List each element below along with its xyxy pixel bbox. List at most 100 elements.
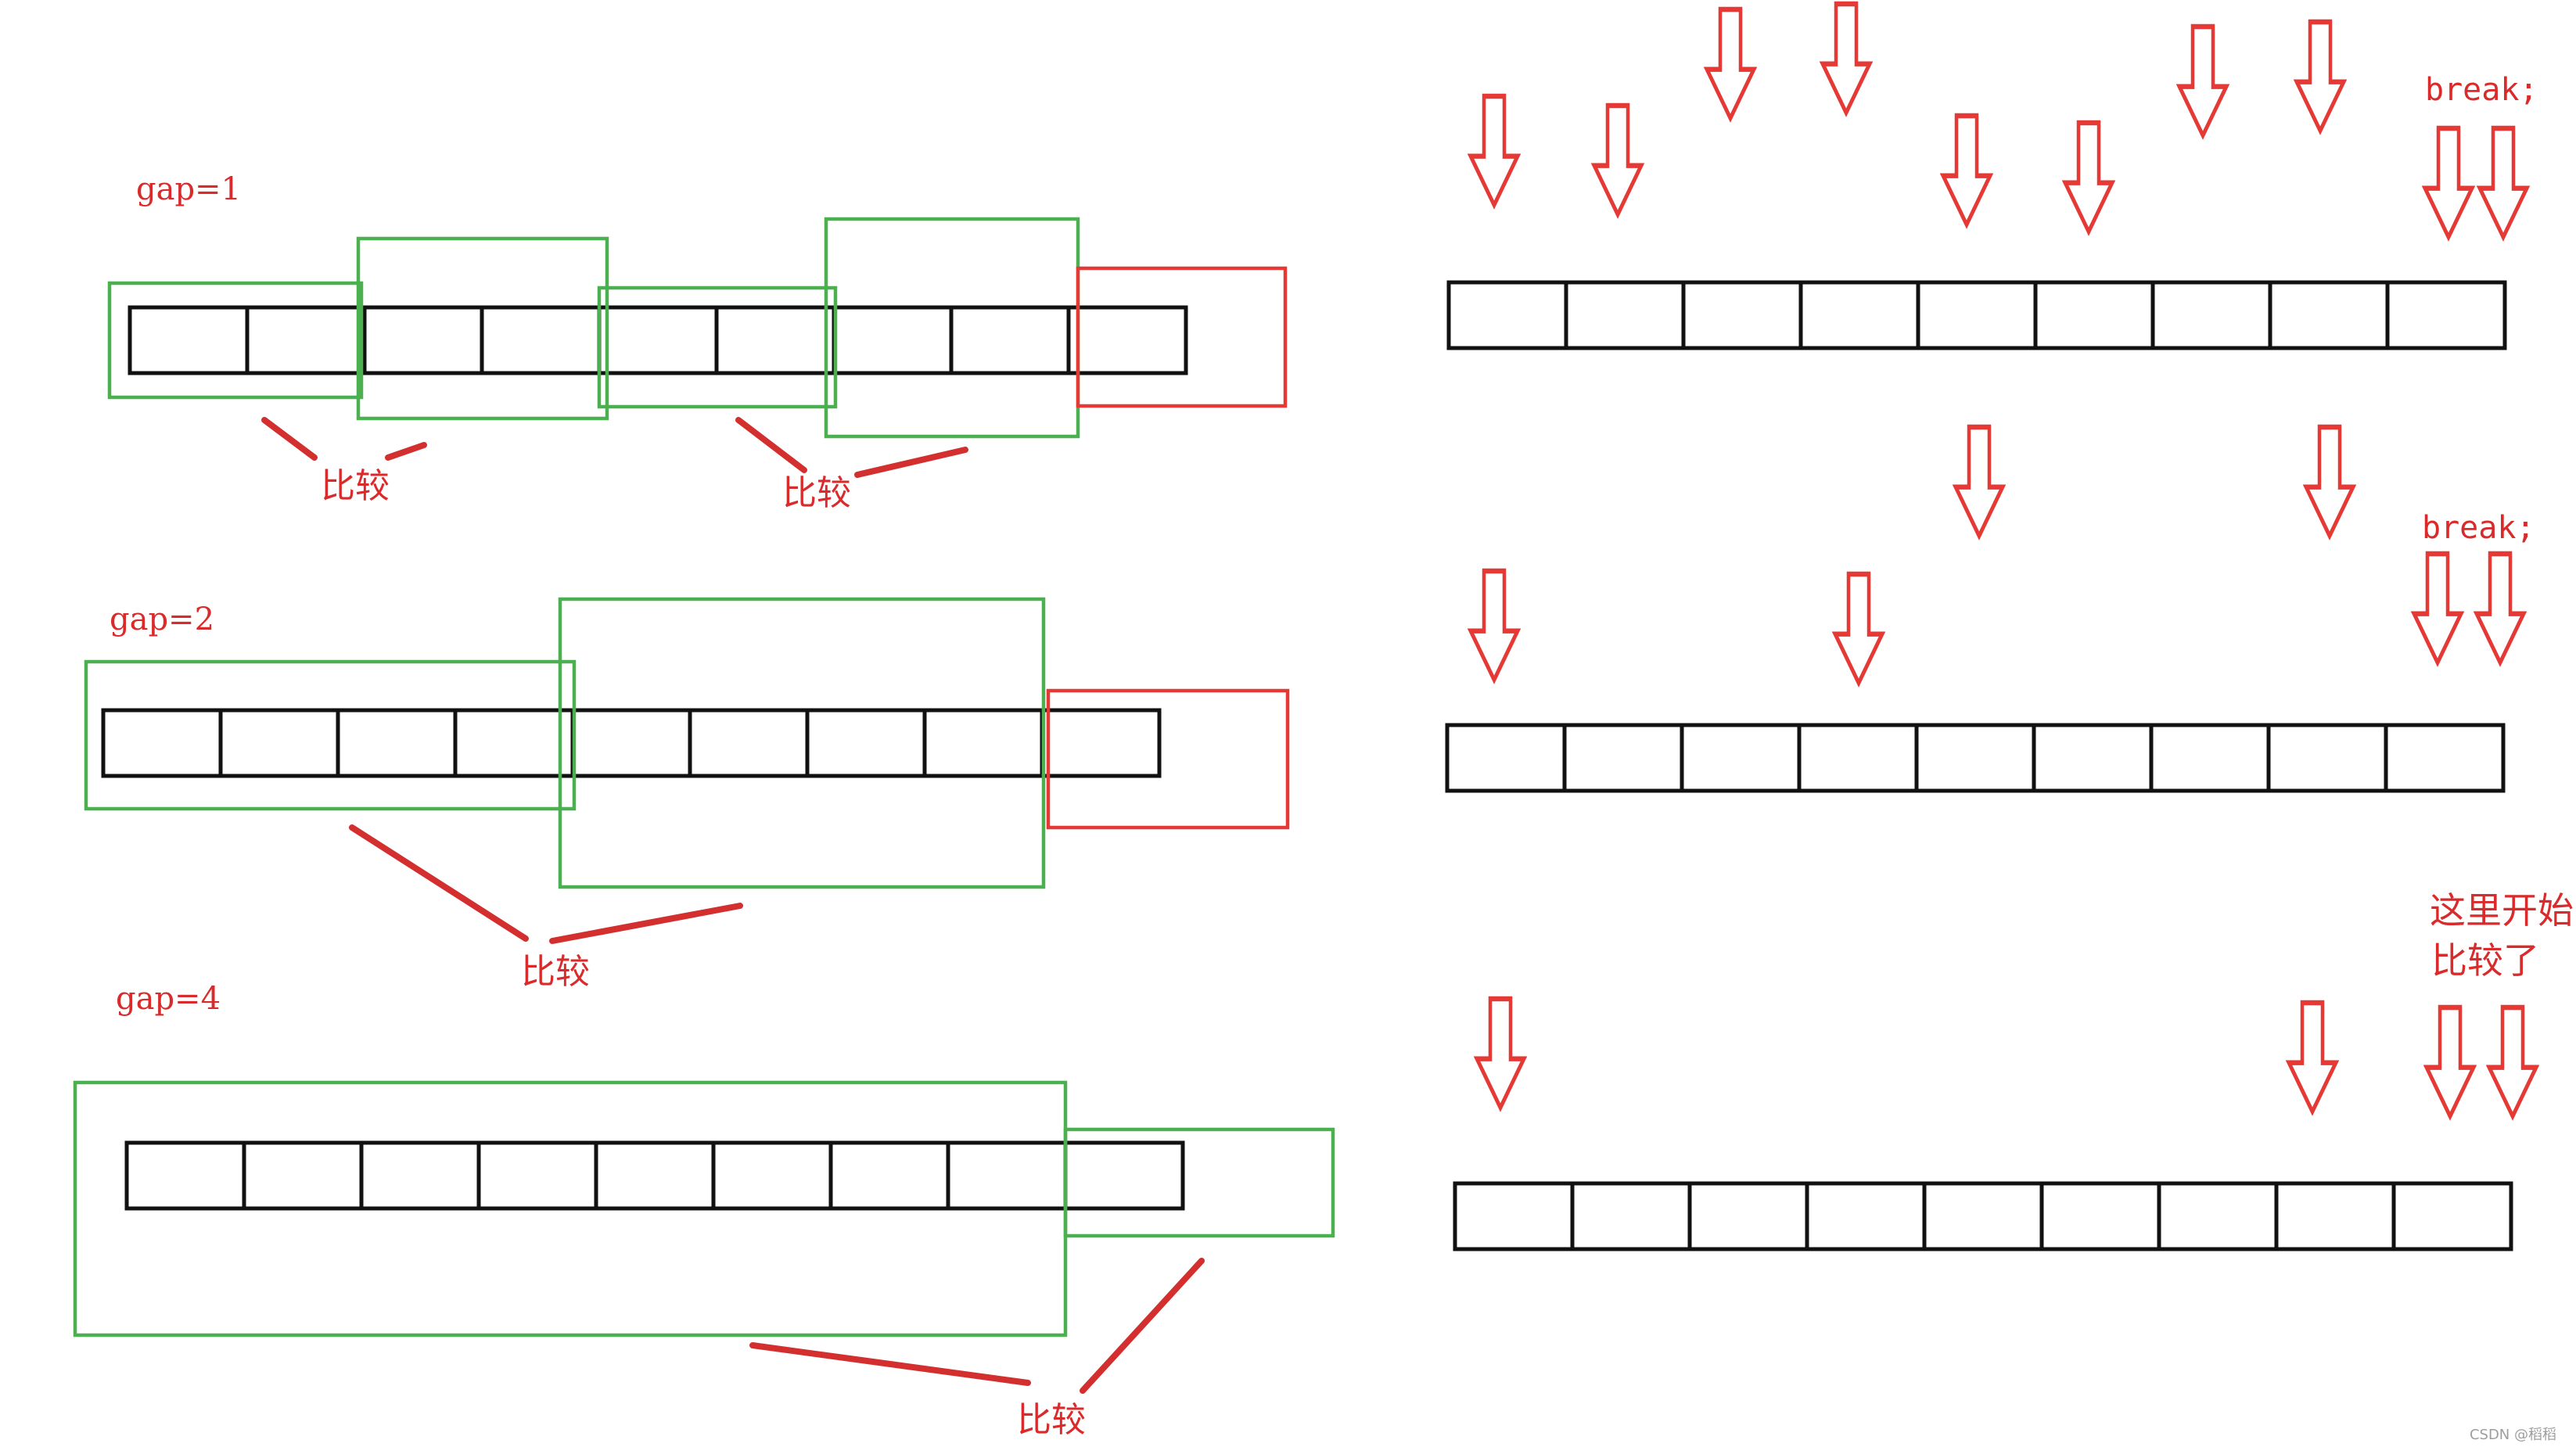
array-cell [1687,1181,1809,1251]
array-cell [362,305,484,375]
down-arrow-icon [1471,571,1518,680]
array-cell [949,305,1071,375]
down-arrow-icon [2414,554,2461,662]
gap-label-2: gap=2 [110,601,214,637]
down-arrow-icon [1943,116,1990,224]
down-arrow-icon [2306,427,2353,536]
compare-pointer-line [349,824,529,942]
array-cells-left-2 [101,708,1162,778]
right-row-3: 这里开始 比较了 [1453,889,2574,1251]
array-cells-right-2 [1445,723,2506,793]
array-cell [805,708,927,778]
array-cell [2157,1181,2279,1251]
array-cell [1446,280,1568,350]
left-row-gap-2: gap=2 比较 [84,597,1290,992]
down-arrow-icon [1823,4,1870,113]
compare-label: 比较 [782,473,851,513]
down-arrow-icon [1835,574,1882,683]
array-cell [1040,708,1162,778]
array-cell [1564,280,1686,350]
array-cell [336,708,458,778]
left-row-gap-4: gap=4 比较 [73,981,1335,1440]
gap-label-1: gap=1 [136,171,241,207]
array-cell [1570,1181,1692,1251]
array-cell [2266,723,2388,793]
array-cell [2033,280,2155,350]
array-cell [688,708,810,778]
array-cell [2039,1181,2161,1251]
down-arrow-icon [2480,128,2527,237]
down-arrow-icon [1594,106,1641,214]
left-row-gap-1: gap=1 比较 比较 [107,171,1288,513]
down-arrow-icon [2065,123,2112,232]
break-note: break; [2425,72,2538,108]
array-cell [1066,305,1188,375]
down-arrow-icon [1707,9,1754,118]
compare-pointer-line [854,447,968,478]
right-row-2: break; [1445,427,2535,793]
compare-group-box [356,236,609,421]
watermark-text: CSDN @稻稻 [2470,1427,2556,1443]
compare-group-box [558,597,1046,889]
array-cell [124,1140,246,1211]
array-cell [597,305,719,375]
array-cell [2150,280,2272,350]
right-row-1: break; [1446,4,2538,350]
array-cell [2032,723,2154,793]
array-cell [245,305,367,375]
array-cell [2385,280,2507,350]
array-cell [2149,723,2271,793]
array-cell [570,708,692,778]
array-cell [1063,1140,1185,1211]
array-cell [1798,280,1920,350]
compare-group-box [107,281,364,400]
compare-pointer-line [385,442,427,461]
array-cell [922,708,1044,778]
down-arrow-icon [2179,27,2226,135]
array-cell [1445,723,1567,793]
array-cells-right-3 [1453,1181,2513,1251]
remaining-element-box [1076,266,1288,408]
array-cell [476,1140,598,1211]
compare-group-box [84,659,577,811]
array-cell [714,305,836,375]
compare-group-box [597,285,838,409]
down-arrow-icon [2477,554,2524,662]
array-cell [453,708,575,778]
array-cell [1922,1181,2044,1251]
down-arrow-icon [2489,1007,2536,1116]
array-cell [218,708,340,778]
break-note: break; [2422,510,2535,546]
array-cells-left-1 [128,305,1188,375]
compare-group-box [1063,1127,1335,1238]
start-compare-note-line-2: 比较了 [2431,939,2539,982]
array-cell [1680,723,1802,793]
array-cell [101,708,223,778]
down-arrow-icon [1477,999,1524,1108]
array-cell [1453,1181,1575,1251]
array-cell [1681,280,1803,350]
compare-pointer-line [1080,1258,1205,1394]
down-arrow-icon [1471,96,1518,205]
array-cell [242,1140,364,1211]
array-cell [1562,723,1684,793]
array-cell [2391,1181,2513,1251]
down-arrow-icon [2425,128,2472,237]
down-arrow-icon [2289,1003,2336,1111]
array-cell [1916,280,2038,350]
remaining-element-box [1046,688,1290,830]
array-cell [832,305,954,375]
compare-label: 比较 [1017,1400,1086,1440]
array-cell [594,1140,716,1211]
array-cell [1797,723,1919,793]
down-arrow-icon [1956,427,2003,536]
array-cell [480,305,602,375]
array-cell [2274,1181,2396,1251]
gap-label-4: gap=4 [116,981,221,1017]
array-cell [359,1140,481,1211]
compare-pointer-line [735,417,807,473]
array-cell [946,1140,1068,1211]
array-cell [711,1140,833,1211]
array-cell [2268,280,2390,350]
